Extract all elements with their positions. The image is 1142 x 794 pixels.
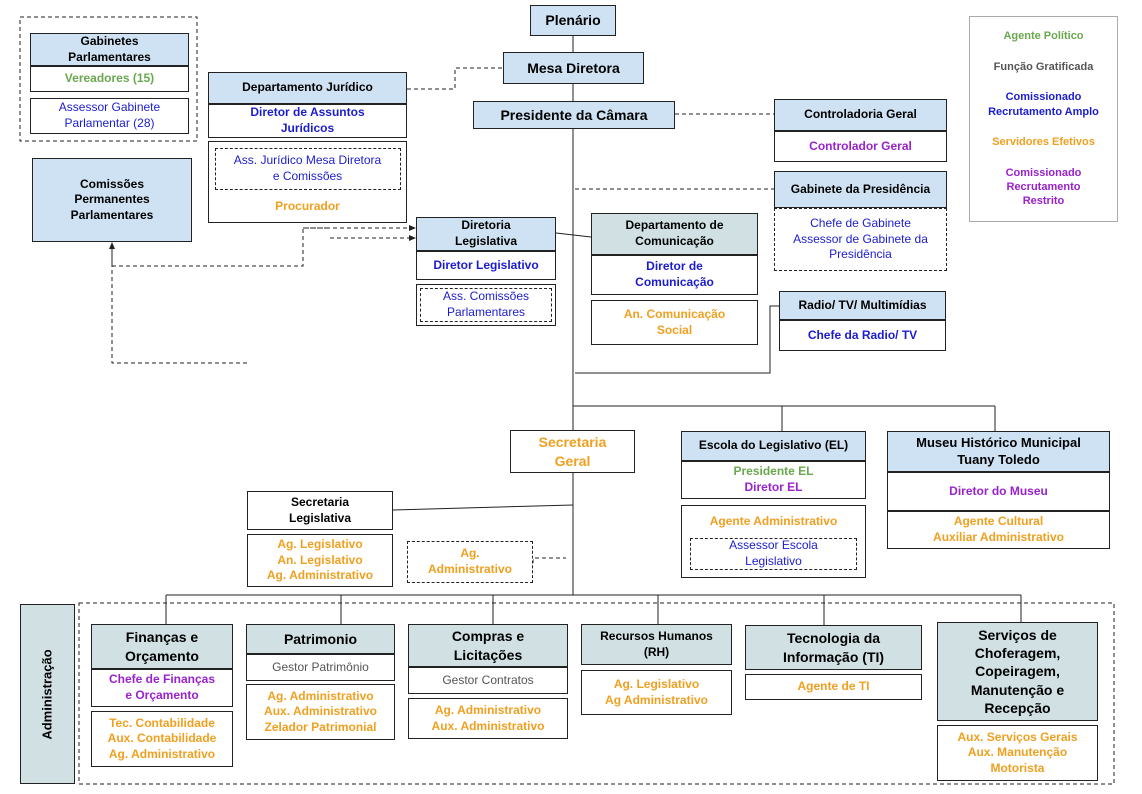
gabinete-presidencia-title: Gabinete da Presidência — [774, 171, 947, 208]
legend-agente-politico: Agente Político — [1003, 30, 1084, 43]
presidente-el-label: Presidente EL — [733, 464, 814, 479]
secretaria-legislativa-staff: Ag. Legislativo An. Legislativo Ag. Admi… — [247, 534, 393, 587]
legend-comissionado-amplo: Comissionado Recrutamento Amplo — [988, 91, 1099, 118]
diretor-legislativo-box: Diretor Legislativo — [416, 251, 556, 280]
patrimonio-title: Patrimonio — [246, 624, 395, 654]
escola-staff-box: Agente Administrativo Assessor Escola Le… — [681, 505, 866, 578]
escola-dirigentes-box: Presidente EL Diretor EL — [681, 461, 866, 499]
ti-staff-box: Agente de TI — [745, 674, 922, 700]
legend-servidores-efetivos: Servidores Efetivos — [992, 136, 1095, 149]
comunicacao-title: Departamento de Comunicação — [591, 213, 758, 255]
ag-administrativo-box: Ag. Administrativo — [407, 541, 533, 583]
diretoria-legislativa-title: Diretoria Legislativa — [416, 217, 556, 251]
rh-title: Recursos Humanos (RH) — [581, 624, 732, 665]
secretaria-geral-box: Secretaria Geral — [510, 430, 635, 473]
gestor-contratos-box: Gestor Contratos — [408, 667, 568, 694]
gabinetes-parlamentares-title: Gabinetes Parlamentares — [30, 33, 189, 66]
radio-tv-title: Radio/ TV/ Multimídias — [779, 291, 946, 320]
legend-funcao-gratificada: Função Gratificada — [993, 60, 1094, 73]
plenario-box: Plenário — [530, 5, 616, 36]
mesa-diretora-box: Mesa Diretora — [503, 52, 644, 84]
rh-staff-box: Ag. Legislativo Ag Administrativo — [581, 670, 732, 715]
gestor-patrimonio-box: Gestor Patrimônio — [246, 654, 395, 681]
agente-administrativo-el-label: Agente Administrativo — [709, 514, 838, 528]
compras-title: Compras e Licitações — [408, 624, 568, 667]
servicos-title: Serviços de Choferagem, Copeiragem, Manu… — [937, 622, 1098, 721]
chefe-radio-box: Chefe da Radio/ TV — [779, 320, 946, 351]
museu-title: Museu Histórico Municipal Tuany Toledo — [887, 431, 1110, 472]
diretor-el-label: Diretor EL — [744, 480, 803, 494]
assessor-gabinete-box: Assessor Gabinete Parlamentar (28) — [30, 98, 189, 134]
ti-title: Tecnologia da Informação (TI) — [745, 625, 922, 670]
legend: Agente Político Função Gratificada Comis… — [969, 16, 1118, 222]
controladoria-title: Controladoria Geral — [774, 99, 947, 131]
departamento-juridico-title: Departamento Jurídico — [208, 72, 407, 104]
secretaria-legislativa-title: Secretaria Legislativa — [247, 491, 393, 530]
presidente-label: Presidente da Câmara — [500, 106, 648, 123]
ass-juridico-box: Ass. Jurídico Mesa Diretora e Comissões — [214, 148, 401, 190]
controlador-box: Controlador Geral — [774, 131, 947, 162]
chefe-financas-box: Chefe de Finanças e Orçamento — [91, 669, 233, 707]
diretor-museu-box: Diretor do Museu — [887, 472, 1110, 511]
gabinete-presidencia-staff: Chefe de Gabinete Assessor de Gabinete d… — [774, 208, 947, 271]
diretor-juridico-box: Diretor de Assuntos Jurídicos — [208, 104, 407, 138]
museu-staff-box: Agente Cultural Auxiliar Administrativo — [887, 511, 1110, 549]
escola-legislativo-title: Escola do Legislativo (EL) — [681, 431, 866, 461]
diretor-comunicacao-box: Diretor de Comunicação — [591, 255, 758, 295]
ass-comissoes-frame: Ass. Comissões Parlamentares — [416, 284, 556, 326]
vereadores-box: Vereadores (15) — [30, 66, 189, 92]
patrimonio-staff-box: Ag. Administrativo Aux. Administrativo Z… — [246, 684, 395, 740]
compras-staff-box: Ag. Administrativo Aux. Administrativo — [408, 698, 568, 739]
legend-comissionado-restrito: Comissionado Recrutamento Restrito — [1005, 166, 1082, 208]
financas-staff-box: Tec. Contabilidade Aux. Contabilidade Ag… — [91, 711, 233, 767]
analista-comunicacao-box: An. Comunicação Social — [591, 300, 758, 345]
plenario-label: Plenário — [545, 12, 601, 29]
mesa-diretora-label: Mesa Diretora — [527, 59, 620, 76]
procurador-label: Procurador — [275, 199, 340, 213]
servicos-staff-box: Aux. Serviços Gerais Aux. Manutenção Mot… — [937, 725, 1098, 781]
administracao-label: Administração — [40, 648, 55, 740]
presidente-box: Presidente da Câmara — [473, 101, 675, 129]
financas-title: Finanças e Orçamento — [91, 624, 233, 669]
ass-comissoes-box: Ass. Comissões Parlamentares — [420, 288, 552, 322]
administracao-label-box: Administração — [20, 604, 75, 784]
assessor-escola-box: Assessor Escola Legislativo — [690, 537, 857, 570]
juridico-staff-box: Ass. Jurídico Mesa Diretora e Comissões … — [208, 141, 407, 223]
comissoes-box: Comissões Permanentes Parlamentares — [32, 158, 192, 242]
